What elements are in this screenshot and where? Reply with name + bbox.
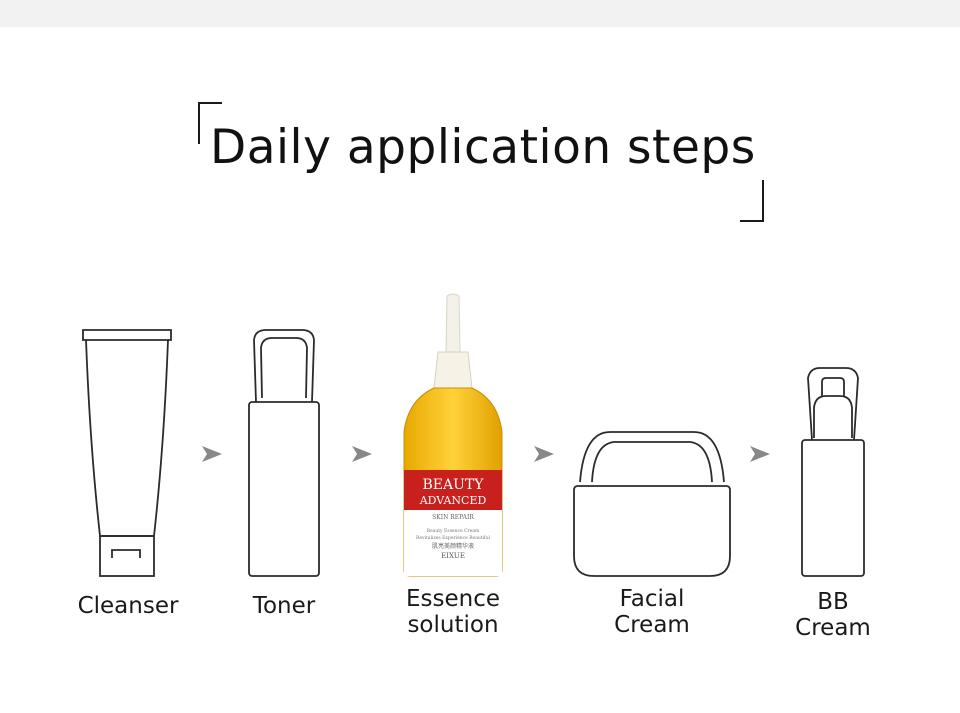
arrow-right-icon bbox=[748, 444, 772, 464]
pump-bottle-icon bbox=[798, 364, 868, 582]
step-label-cleanser: Cleanser bbox=[68, 593, 188, 619]
label-line: Essence bbox=[393, 586, 513, 612]
step-label-toner: Toner bbox=[234, 593, 334, 619]
label-line: BB bbox=[773, 589, 893, 615]
arrow-right-icon bbox=[532, 444, 556, 464]
bottle-icon bbox=[244, 326, 324, 582]
page-title: Daily application steps bbox=[210, 120, 756, 175]
step-label-facial-cream: Facial Cream bbox=[592, 586, 712, 638]
top-bar bbox=[0, 0, 960, 27]
arrow-right-icon bbox=[200, 444, 224, 464]
bottle-small1: Beauty Essence Cream bbox=[427, 528, 480, 534]
bottle-brand-line1: BEAUTY bbox=[423, 477, 485, 493]
arrow-right-icon bbox=[350, 444, 374, 464]
bottle-small2: Revitalizes Experience Beautiful bbox=[416, 535, 491, 541]
step-label-essence: Essence solution bbox=[393, 586, 513, 638]
bottle-brand-line2: ADVANCED bbox=[419, 494, 487, 507]
bottle-sub: SKIN REPAIR bbox=[432, 514, 474, 521]
bottle-small3: 肌亮美颜精华液 bbox=[432, 542, 474, 550]
label-line: Cream bbox=[773, 615, 893, 641]
tube-icon bbox=[78, 326, 178, 582]
bottle-maker: EIXUE bbox=[441, 552, 465, 560]
step-label-bb-cream: BB Cream bbox=[773, 589, 893, 641]
label-line: Cream bbox=[592, 612, 712, 638]
label-line: Facial bbox=[592, 586, 712, 612]
title-bracket-bottom-right bbox=[740, 180, 764, 222]
essence-bottle-image: BEAUTY ADVANCED SKIN REPAIR Beauty Essen… bbox=[398, 292, 508, 580]
jar-icon bbox=[570, 428, 734, 582]
label-line: solution bbox=[393, 612, 513, 638]
